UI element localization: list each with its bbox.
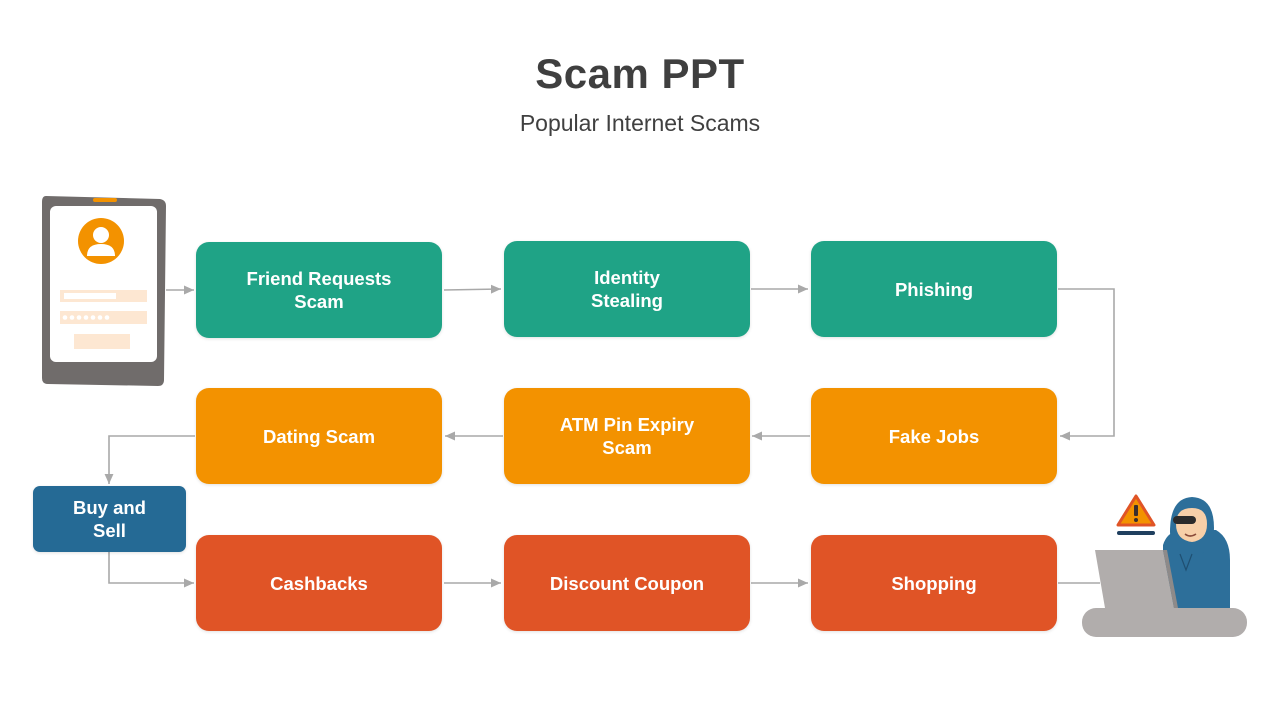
step-buy-and-sell: Buy and Sell [33,486,186,552]
connector-phishing-to-fakejobs [1058,288,1115,441]
connector-dating-to-buysell [104,435,195,484]
connector-friend-to-identity [443,284,502,294]
step-cashbacks: Cashbacks [196,535,442,631]
step-friend-requests-scam: Friend Requests Scam [196,242,442,338]
step-atm-pin-expiry-scam: ATM Pin Expiry Scam [504,388,750,484]
step-discount-coupon: Discount Coupon [504,535,750,631]
connector-buysell-to-cashbacks [108,552,194,588]
page-title: Scam PPT [535,50,745,97]
step-dating-scam: Dating Scam [196,388,442,484]
step-shopping: Shopping [811,535,1057,631]
step-phishing: Phishing [811,241,1057,337]
step-fake-jobs: Fake Jobs [811,388,1057,484]
page-subtitle: Popular Internet Scams [519,110,761,136]
step-identity-stealing: Identity Stealing [504,241,750,337]
